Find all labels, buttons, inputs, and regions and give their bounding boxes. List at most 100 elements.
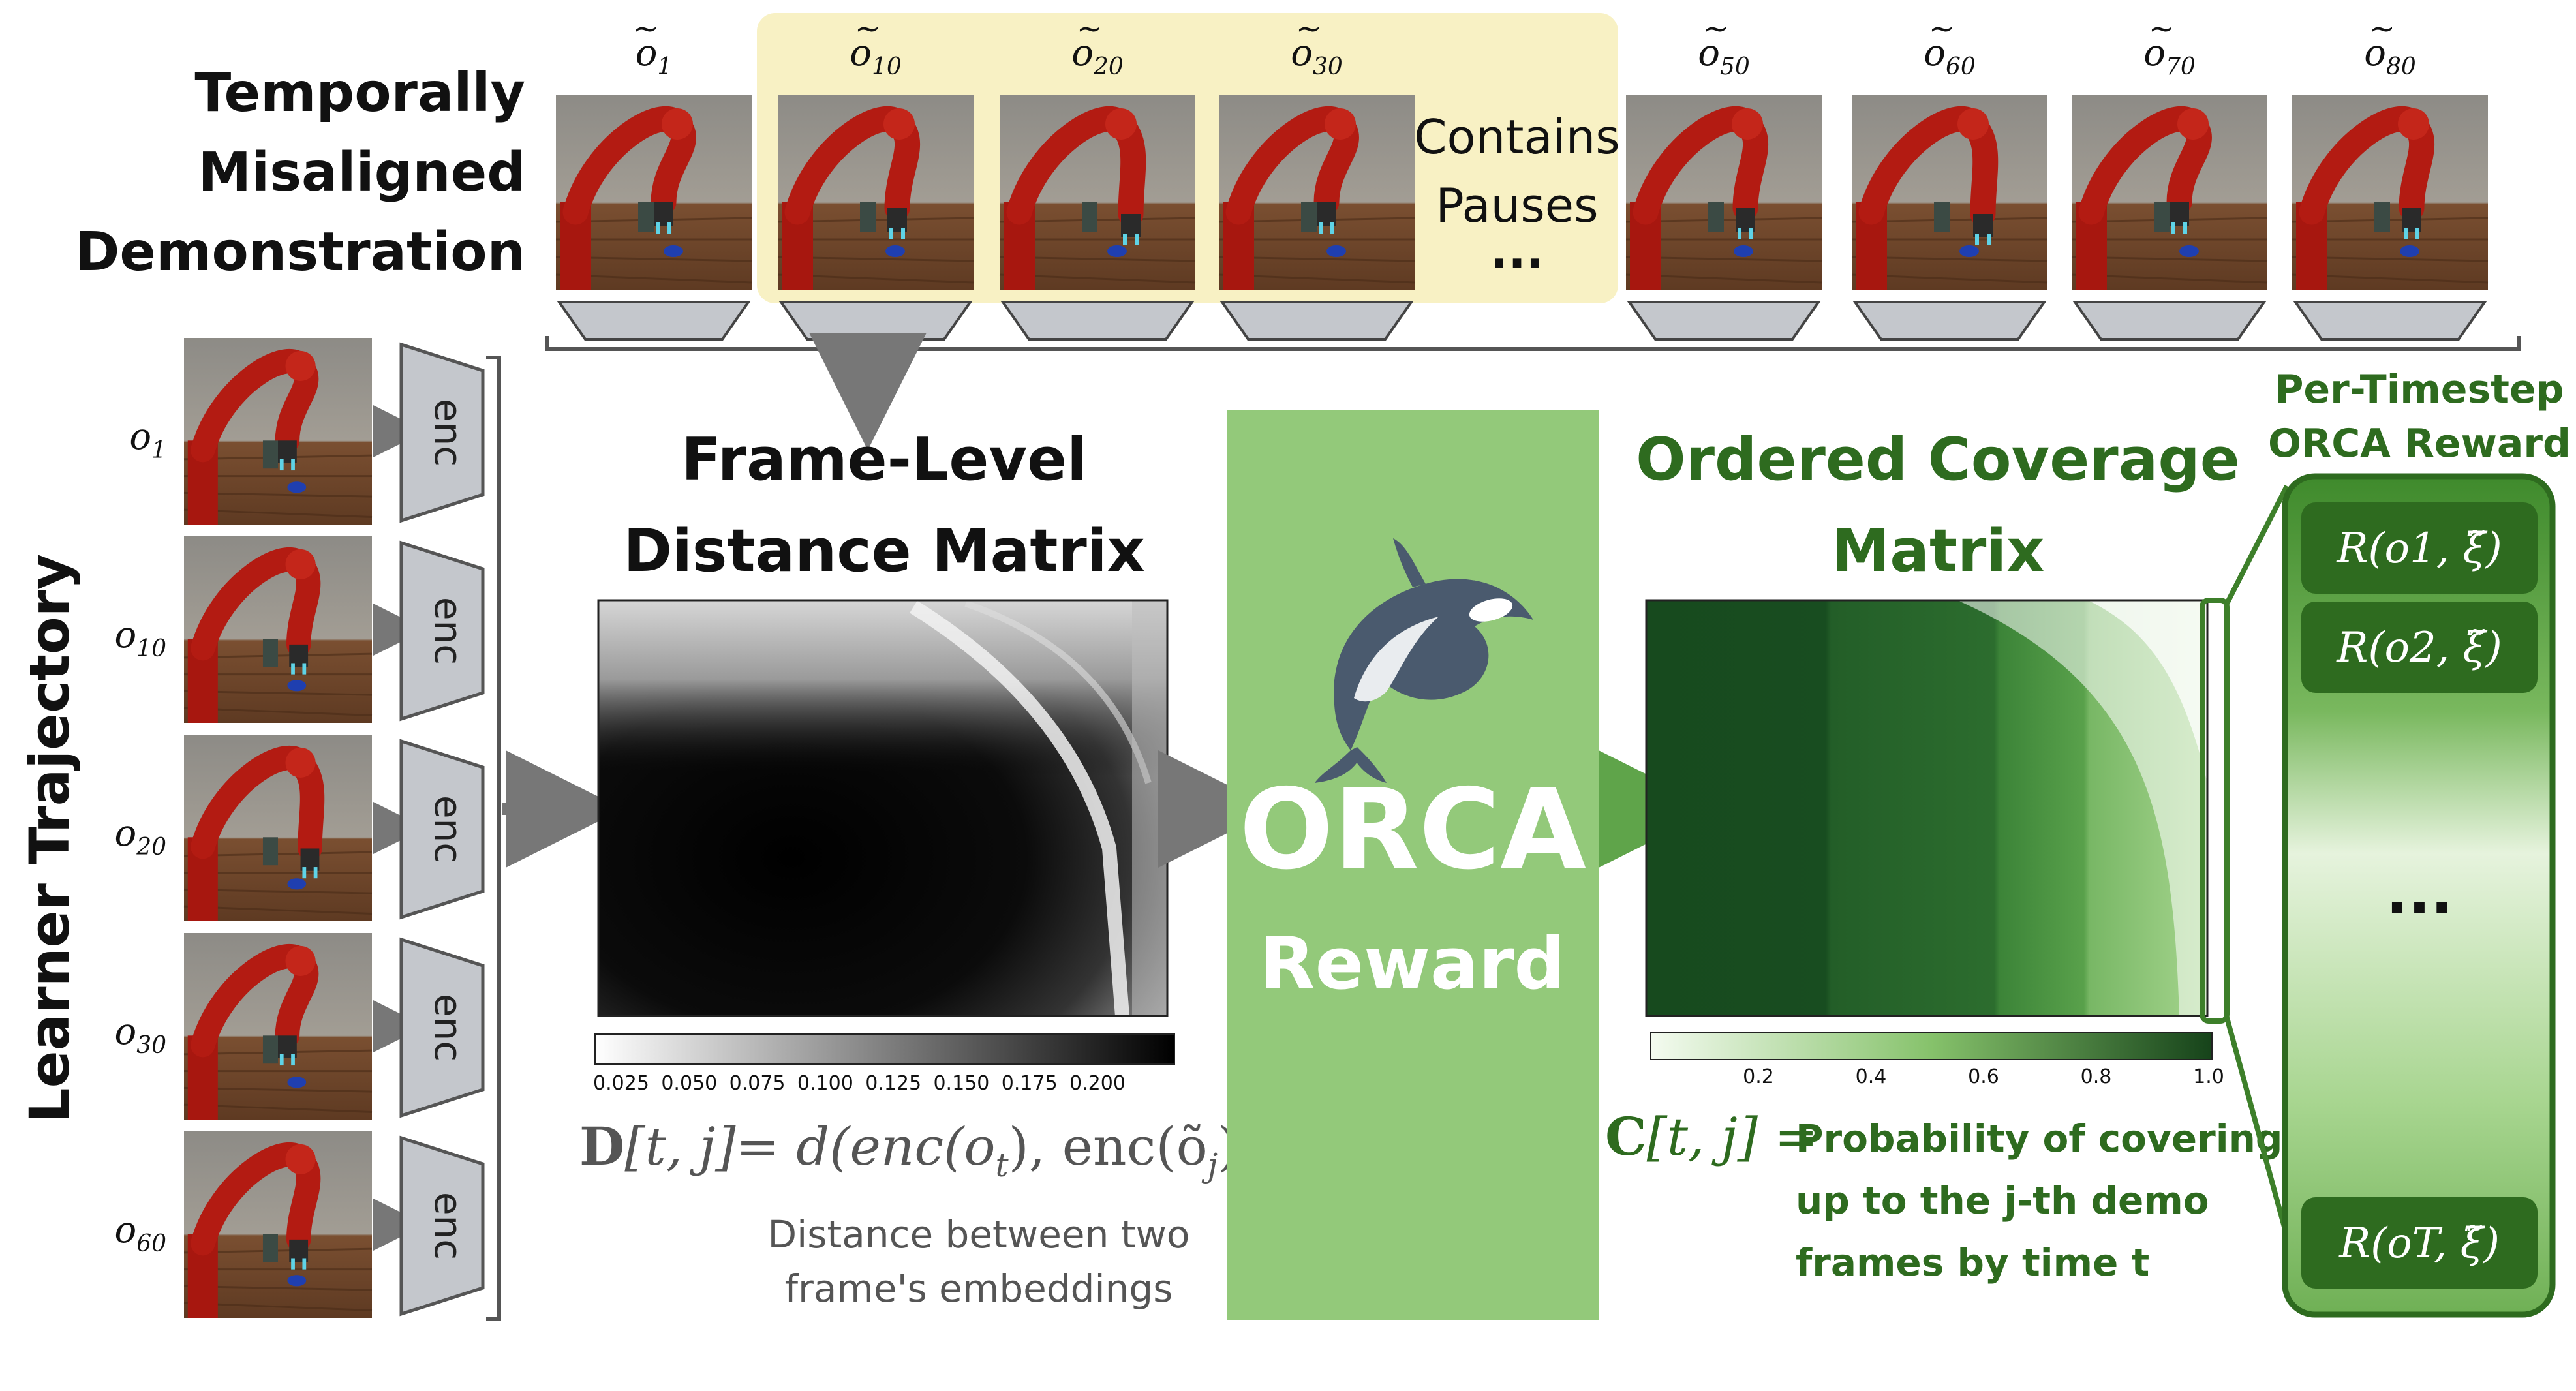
colorbar-tick-label: 0.200 bbox=[1069, 1072, 1126, 1095]
svg-text:~: ~ bbox=[1077, 10, 1103, 47]
svg-text:o60: o60 bbox=[114, 1209, 166, 1257]
coverage-last-column bbox=[2200, 598, 2230, 1024]
colorbar-tick-label: 0.6 bbox=[1968, 1065, 1999, 1088]
svg-text:frame's embeddings: frame's embeddings bbox=[785, 1266, 1173, 1311]
colorbar-tick-label: 0.100 bbox=[797, 1072, 853, 1095]
reward-ellipsis: ... bbox=[2386, 859, 2453, 928]
svg-text:up to the j-th demo: up to the j-th demo bbox=[1796, 1178, 2209, 1223]
encoder-label: enc bbox=[426, 795, 470, 863]
svg-text:o20: o20 bbox=[114, 812, 166, 861]
colorbar-tick-label: 0.175 bbox=[1002, 1072, 1058, 1095]
coverage-caption: Probability of covering up to the j-th d… bbox=[1796, 1116, 2282, 1285]
svg-text:~: ~ bbox=[2369, 10, 2395, 47]
distance-matrix-title: Frame-Level Distance Matrix bbox=[623, 425, 1144, 585]
demo-frame-label: o70 bbox=[2143, 32, 2196, 80]
demo-frame-label: o60 bbox=[1924, 32, 1976, 80]
svg-text:Demonstration: Demonstration bbox=[75, 221, 525, 283]
demo-frame: o60~ bbox=[1851, 10, 2048, 341]
learner-label: Learner Trajectory bbox=[18, 554, 82, 1123]
learner-frame: o20 enc bbox=[114, 735, 485, 921]
orca-block-text: ORCA Reward bbox=[1239, 765, 1586, 1005]
svg-text:Temporally: Temporally bbox=[194, 62, 525, 124]
coverage-formula: C[t, j] = bbox=[1605, 1106, 1818, 1167]
encoder-block bbox=[399, 937, 485, 1118]
colorbar-tick-label: 0.050 bbox=[661, 1072, 717, 1095]
learner-frame: o30 enc bbox=[114, 933, 485, 1120]
demo-bracket bbox=[545, 336, 2521, 351]
svg-text:R(o2, ξ̃): R(o2, ξ̃) bbox=[2336, 624, 2502, 672]
svg-text:~: ~ bbox=[1929, 10, 1955, 47]
demo-frame-label: o50 bbox=[1698, 32, 1750, 80]
coverage-matrix-heatmap bbox=[1645, 599, 2209, 1017]
colorbar-tick-label: 0.125 bbox=[865, 1072, 921, 1095]
reward-pill-T: R(oT, ξ̃) bbox=[2301, 1197, 2538, 1289]
encoder-label: enc bbox=[426, 597, 470, 665]
demo-frame: o70~ bbox=[2071, 10, 2268, 341]
distance-formula: D[t, j]= d(enc(ot), enc(õj)) bbox=[579, 1116, 1259, 1184]
coverage-matrix-title: Ordered Coverage Matrix bbox=[1636, 425, 2240, 585]
coverage-to-reward-connector bbox=[2224, 485, 2290, 1238]
demo-frame-label: o10 bbox=[850, 32, 902, 80]
learner-frame: o10 enc bbox=[114, 536, 485, 723]
per-timestep-title: Per-Timestep ORCA Reward bbox=[2268, 367, 2571, 466]
svg-text:o10: o10 bbox=[114, 614, 166, 662]
svg-text:Ordered Coverage: Ordered Coverage bbox=[1636, 425, 2240, 494]
svg-text:~: ~ bbox=[2149, 10, 2175, 47]
reward-pill-2: R(o2, ξ̃) bbox=[2301, 602, 2538, 693]
demo-frame: o30~ bbox=[1218, 10, 1415, 341]
demo-frames: o1~o10~o20~o30~o50~o60~o70~o80~ bbox=[555, 10, 2489, 341]
reward-pill-1: R(o1, ξ̃) bbox=[2301, 502, 2538, 594]
distance-colorbar bbox=[594, 1033, 1175, 1065]
encoder-block bbox=[399, 1135, 485, 1317]
svg-text:Pauses: Pauses bbox=[1435, 178, 1598, 233]
svg-text:o1: o1 bbox=[129, 416, 166, 464]
svg-text:ORCA Reward: ORCA Reward bbox=[2268, 421, 2571, 466]
encoder-block bbox=[399, 540, 485, 722]
learner-bracket bbox=[486, 356, 501, 1321]
encoder-label: enc bbox=[426, 994, 470, 1062]
encoder-label: enc bbox=[426, 399, 470, 466]
svg-text:R(o1, ξ̃): R(o1, ξ̃) bbox=[2336, 525, 2502, 573]
coverage-colorbar bbox=[1650, 1032, 2213, 1060]
demo-frame: o10~ bbox=[777, 10, 974, 341]
svg-text:Matrix: Matrix bbox=[1832, 517, 2045, 585]
svg-text:~: ~ bbox=[855, 10, 881, 47]
demo-frame: o50~ bbox=[1625, 10, 1822, 341]
encoder-label: enc bbox=[426, 1192, 470, 1260]
svg-text:Probability of covering: Probability of covering bbox=[1796, 1116, 2282, 1161]
colorbar-tick-label: 1.0 bbox=[2193, 1065, 2224, 1088]
svg-text:Per-Timestep: Per-Timestep bbox=[2275, 367, 2564, 412]
svg-text:Frame-Level: Frame-Level bbox=[681, 425, 1087, 494]
demo-frame: o20~ bbox=[999, 10, 1196, 341]
svg-text:Distance between two: Distance between two bbox=[768, 1212, 1190, 1257]
svg-text:ORCA: ORCA bbox=[1239, 765, 1586, 894]
demo-label: Temporally Misaligned Demonstration bbox=[75, 62, 525, 283]
learner-frames: o1 enc o10 enc o20 enc o30 enc o60 enc bbox=[114, 338, 485, 1318]
demo-frame: o1~ bbox=[555, 10, 752, 341]
colorbar-tick-label: 0.075 bbox=[729, 1072, 786, 1095]
pause-note: Contains Pauses ... bbox=[1414, 110, 1619, 279]
colorbar-tick-label: 0.2 bbox=[1743, 1065, 1774, 1088]
colorbar-tick-label: 0.025 bbox=[593, 1072, 649, 1095]
distance-matrix-heatmap bbox=[597, 599, 1169, 1017]
encoder-block bbox=[399, 342, 485, 523]
svg-text:Misaligned: Misaligned bbox=[198, 142, 525, 204]
svg-text:Reward: Reward bbox=[1260, 922, 1565, 1005]
demo-frame-label: o1 bbox=[636, 32, 673, 80]
demo-frame-label: o80 bbox=[2364, 32, 2416, 80]
colorbar-tick-label: 0.4 bbox=[1856, 1065, 1887, 1088]
distance-caption: Distance between two frame's embeddings bbox=[768, 1212, 1190, 1311]
demo-frame-label: o30 bbox=[1291, 32, 1343, 80]
svg-text:Distance Matrix: Distance Matrix bbox=[623, 517, 1144, 585]
orca-whale-icon bbox=[1315, 538, 1533, 783]
demo-frame-label: o20 bbox=[1071, 32, 1124, 80]
svg-text:~: ~ bbox=[633, 10, 659, 47]
demo-frame: o80~ bbox=[2292, 10, 2489, 341]
colorbar-tick-label: 0.8 bbox=[2081, 1065, 2112, 1088]
svg-text:~: ~ bbox=[1296, 10, 1322, 47]
svg-text:...: ... bbox=[1490, 224, 1544, 279]
svg-text:Contains: Contains bbox=[1414, 110, 1619, 164]
encoder-block bbox=[399, 739, 485, 920]
svg-text:o30: o30 bbox=[114, 1011, 166, 1059]
